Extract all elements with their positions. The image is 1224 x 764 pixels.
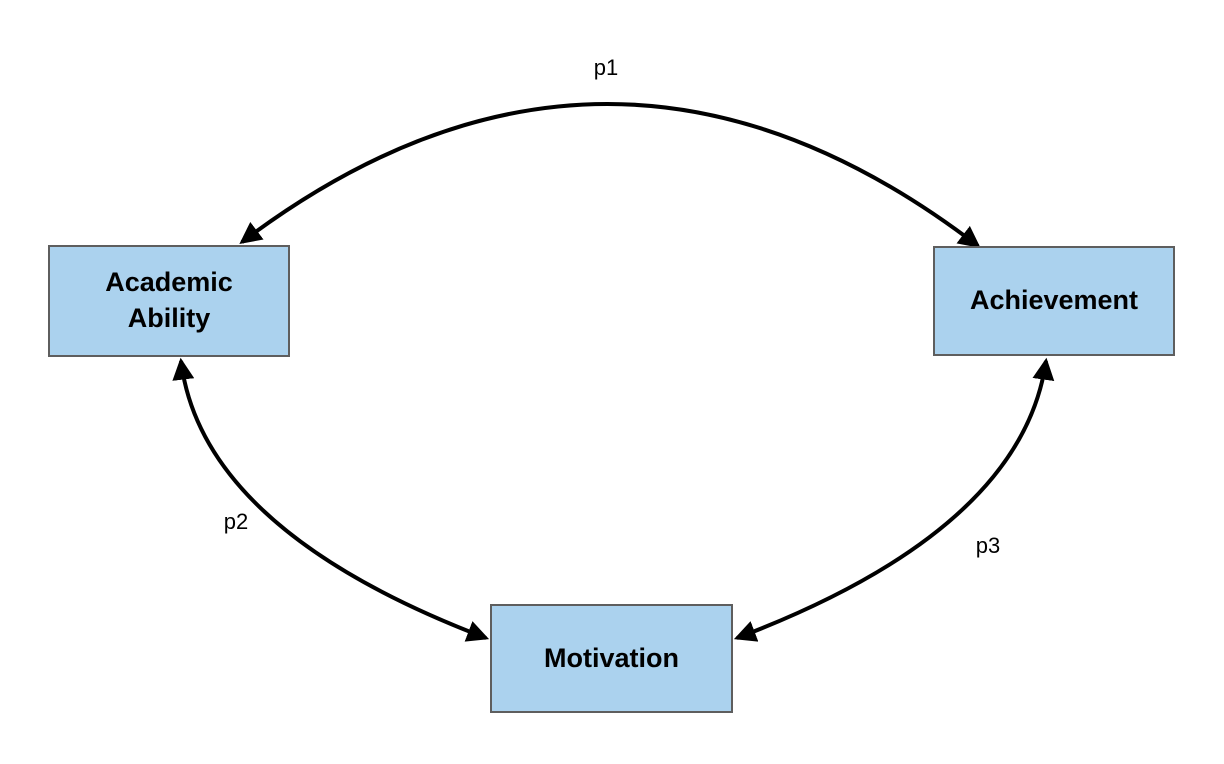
edge-label-p2: p2: [223, 509, 249, 534]
node-achievement-label: Achievement: [969, 285, 1139, 316]
node-motivation-label: Motivation: [544, 642, 679, 673]
edge-p2-curve: [172, 357, 490, 642]
edge-p1-curve: [239, 102, 981, 249]
node-academic-ability: Academic Ability: [48, 245, 290, 357]
edge-label-p1: p1: [593, 55, 619, 80]
edge-label-p3: p3: [975, 533, 1001, 558]
node-achievement: Achievement: [933, 246, 1175, 356]
node-academic-ability-label: Academic Ability: [105, 267, 233, 333]
node-motivation: Motivation: [490, 604, 733, 713]
edge-p3-curve: [733, 357, 1055, 642]
